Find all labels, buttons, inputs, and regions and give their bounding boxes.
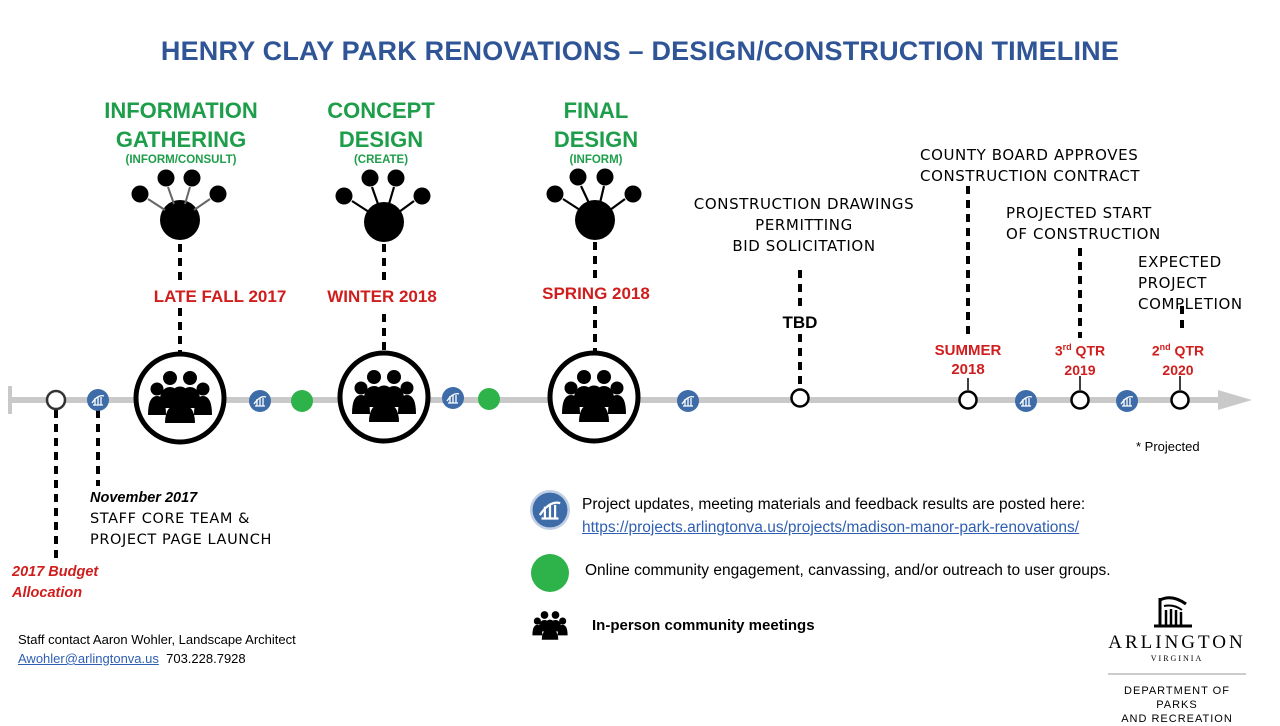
phase-concept-design-title: CONCEPT DESIGN (CREATE): [305, 96, 457, 166]
phase-title-line1: INFORMATION: [104, 98, 258, 123]
page-title: HENRY CLAY PARK RENOVATIONS – DESIGN/CON…: [160, 36, 1120, 66]
county-board-label: COUNTY BOARD APPROVES CONSTRUCTION CONTR…: [920, 145, 1170, 187]
milestone-summer-2018: [958, 390, 978, 410]
county-board-line2: CONSTRUCTION CONTRACT: [920, 167, 1141, 185]
network-icon-inform: [546, 168, 642, 240]
network-icon-consult: [131, 169, 227, 240]
qtr-year: 2019: [1064, 361, 1096, 378]
qtr-ordinal: nd: [1159, 342, 1171, 352]
staff-contact: Staff contact Aaron Wohler, Landscape Ar…: [18, 630, 296, 668]
legend-web-icon: [530, 490, 570, 530]
projected-note: * Projected: [1136, 439, 1200, 454]
phase-title-line1: FINAL: [563, 98, 629, 123]
launch-year: 2017: [160, 490, 198, 506]
arlington-logo: ARLINGTON VIRGINIA: [1102, 632, 1252, 663]
web-update-icon: [1115, 389, 1139, 413]
projected-start-line2: OF CONSTRUCTION: [1006, 225, 1161, 243]
completion-line2: PROJECT: [1138, 274, 1208, 292]
web-update-icon: [676, 389, 700, 413]
launch-line3: PROJECT PAGE LAUNCH: [90, 532, 272, 548]
qtr-number: 3: [1054, 342, 1063, 359]
date-late-fall-2017: LATE FALL 2017: [153, 287, 287, 306]
qtr-label: QTR: [1170, 342, 1205, 359]
staff-launch-label: November 2017 STAFF CORE TEAM & PROJECT …: [90, 488, 272, 551]
web-update-icon: [86, 388, 110, 412]
date-3rd-qtr-2019: 3rd QTR 2019: [1040, 338, 1120, 380]
milestone-tbd: [790, 388, 810, 408]
milestone-3rd-qtr-2019: [1070, 390, 1090, 410]
budget-line1: 2017 Budget: [12, 564, 99, 580]
community-meeting-icon: [136, 354, 224, 442]
budget-allocation-label: 2017 Budget Allocation: [12, 562, 98, 604]
phase-subtitle: (INFORM): [569, 154, 623, 166]
legend-web-text: Project updates, meeting materials and f…: [582, 496, 1086, 513]
web-update-icon: [441, 386, 465, 410]
dept-line2: AND RECREATION: [1121, 713, 1233, 725]
phase-info-gathering-title: INFORMATION GATHERING (INFORM/CONSULT): [96, 96, 266, 166]
online-engagement-dot: [478, 388, 500, 410]
contact-email-link[interactable]: Awohler@arlingtonva.us: [18, 651, 159, 666]
date-spring-2018: SPRING 2018: [542, 284, 650, 303]
network-icon-create: [335, 169, 431, 242]
arlington-logo-icon: [1154, 596, 1192, 628]
date-summer-2018: SUMMER 2018: [928, 341, 1008, 379]
date-summer-line2: 2018: [951, 361, 985, 378]
legend-meeting-text: In-person community meetings: [592, 617, 815, 634]
completion-label: EXPECTED PROJECT COMPLETION: [1138, 252, 1278, 315]
phase-title-line1: CONCEPT: [327, 98, 435, 123]
date-winter-2018: WINTER 2018: [327, 287, 437, 306]
phase-final-design-title: FINAL DESIGN (INFORM): [520, 96, 672, 166]
phase-title-line2: GATHERING: [115, 127, 247, 152]
online-engagement-dot: [291, 390, 313, 412]
legend-online-dot: [531, 554, 569, 592]
county-board-line1: COUNTY BOARD APPROVES: [920, 146, 1139, 164]
completion-line3: COMPLETION: [1138, 295, 1243, 313]
dashed-connectors: [54, 186, 1184, 558]
community-meeting-icon: [340, 353, 428, 441]
timeline-arrow-head: [1218, 390, 1252, 410]
construction-line2: PERMITTING: [755, 216, 853, 234]
projected-start-line1: PROJECTED START: [1006, 204, 1152, 222]
qtr-label: QTR: [1071, 342, 1106, 359]
projected-start-label: PROJECTED START OF CONSTRUCTION: [1006, 203, 1206, 245]
date-summer-line1: SUMMER: [934, 342, 1002, 359]
milestone-2nd-qtr-2020: [1170, 390, 1190, 410]
date-tbd: TBD: [782, 313, 818, 332]
qtr-number: 2: [1151, 342, 1160, 359]
legend-meeting-icon: [532, 611, 568, 640]
project-page-link[interactable]: https://projects.arlingtonva.us/projects…: [582, 519, 1080, 536]
dept-line1: DEPARTMENT OF PARKS: [1124, 685, 1230, 711]
web-update-icon: [1014, 389, 1038, 413]
phase-title-line2: DESIGN: [338, 127, 424, 152]
construction-label: CONSTRUCTION DRAWINGS PERMITTING BID SOL…: [684, 194, 924, 257]
contact-phone: 703.228.7928: [166, 651, 246, 666]
contact-line1: Staff contact Aaron Wohler, Landscape Ar…: [18, 632, 296, 647]
budget-line2: Allocation: [12, 585, 83, 601]
launch-line2: STAFF CORE TEAM &: [90, 511, 251, 527]
logo-state: VIRGINIA: [1150, 654, 1204, 663]
qtr-ordinal: rd: [1062, 342, 1072, 352]
construction-line3: BID SOLICITATION: [732, 237, 876, 255]
date-2nd-qtr-2020: 2nd QTR 2020: [1138, 338, 1218, 380]
construction-line1: CONSTRUCTION DRAWINGS: [693, 195, 915, 213]
logo-name: ARLINGTON: [1108, 632, 1246, 653]
community-meeting-icon: [550, 353, 638, 441]
milestone-budget: [45, 389, 67, 411]
phase-subtitle: (CREATE): [353, 154, 409, 166]
phase-title-line2: DESIGN: [553, 127, 639, 152]
launch-month: November: [90, 490, 161, 506]
legend-web: Project updates, meeting materials and f…: [582, 493, 1085, 539]
completion-line1: EXPECTED: [1138, 253, 1222, 271]
web-update-icon: [248, 389, 272, 413]
qtr-year: 2020: [1162, 361, 1194, 378]
phase-subtitle: (INFORM/CONSULT): [125, 154, 237, 166]
legend-online-text: Online community engagement, canvassing,…: [585, 562, 1111, 579]
